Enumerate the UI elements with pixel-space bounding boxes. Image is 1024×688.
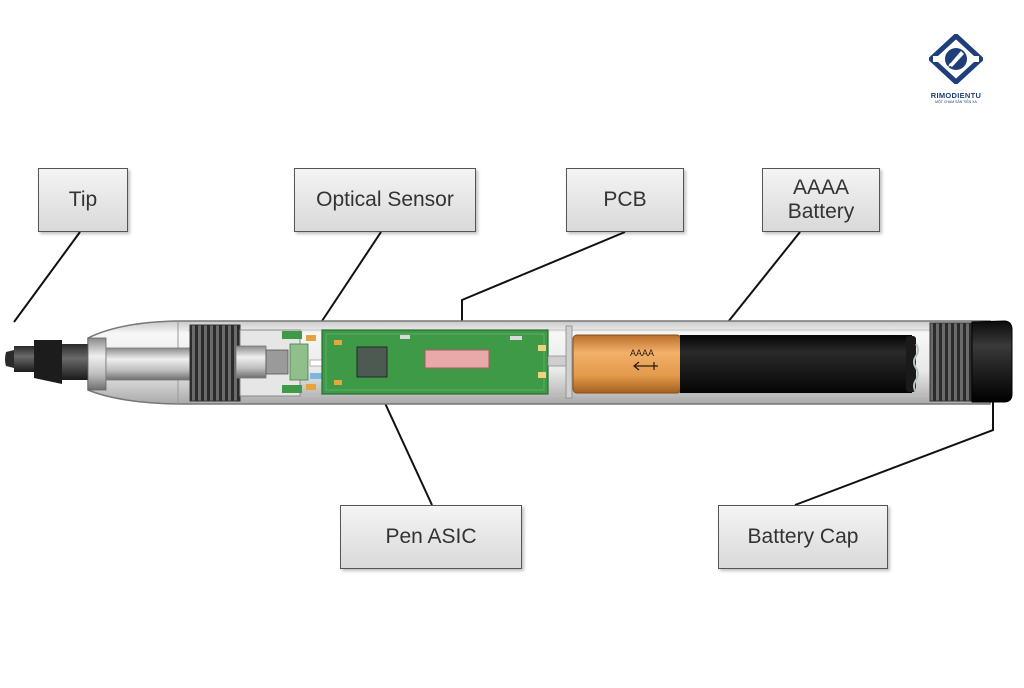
optical-sensor-leader bbox=[321, 231, 382, 322]
label-battery-line1: AAAA bbox=[792, 175, 850, 199]
pcb-board bbox=[321, 329, 571, 395]
label-battery-cap: Battery Cap bbox=[718, 505, 888, 569]
label-battery-line2: Battery bbox=[787, 200, 855, 223]
battery-print-text: AAAA bbox=[630, 348, 654, 358]
sensor-housing bbox=[235, 329, 327, 397]
pcb-leader bbox=[461, 231, 626, 330]
front-thread bbox=[190, 325, 240, 401]
label-tip: Tip bbox=[38, 168, 128, 232]
brand-logo: RIMODIENTU MỘT CHẠM SẴN TIỀN XA bbox=[924, 32, 988, 104]
label-pcb: PCB bbox=[566, 168, 684, 232]
brand-tagline: MỘT CHẠM SẴN TIỀN XA bbox=[935, 100, 977, 104]
label-battery-cap-text: Battery Cap bbox=[747, 524, 859, 548]
battery-polarity-icon bbox=[633, 361, 658, 371]
label-tip-text: Tip bbox=[68, 187, 98, 211]
rear-thread bbox=[930, 323, 974, 401]
label-pcb-text: PCB bbox=[603, 187, 647, 211]
battery-cap bbox=[971, 320, 1013, 403]
label-pen-asic-text: Pen ASIC bbox=[385, 524, 477, 548]
aaaa-battery: AAAA bbox=[572, 334, 916, 394]
battery-spring bbox=[913, 343, 919, 393]
tip-leader bbox=[13, 231, 81, 323]
battery-leader bbox=[719, 231, 801, 333]
label-pen-asic: Pen ASIC bbox=[340, 505, 522, 569]
pen-asic-chip bbox=[356, 346, 388, 378]
diamond-pen-logo-icon bbox=[927, 32, 985, 86]
label-aaaa-battery: AAAA Battery bbox=[762, 168, 880, 232]
brand-name: RIMODIENTU bbox=[930, 91, 982, 100]
pen-tip bbox=[5, 337, 191, 391]
battery-cap-leader bbox=[794, 402, 994, 506]
label-optical-sensor-text: Optical Sensor bbox=[316, 187, 454, 211]
label-optical-sensor: Optical Sensor bbox=[294, 168, 476, 232]
